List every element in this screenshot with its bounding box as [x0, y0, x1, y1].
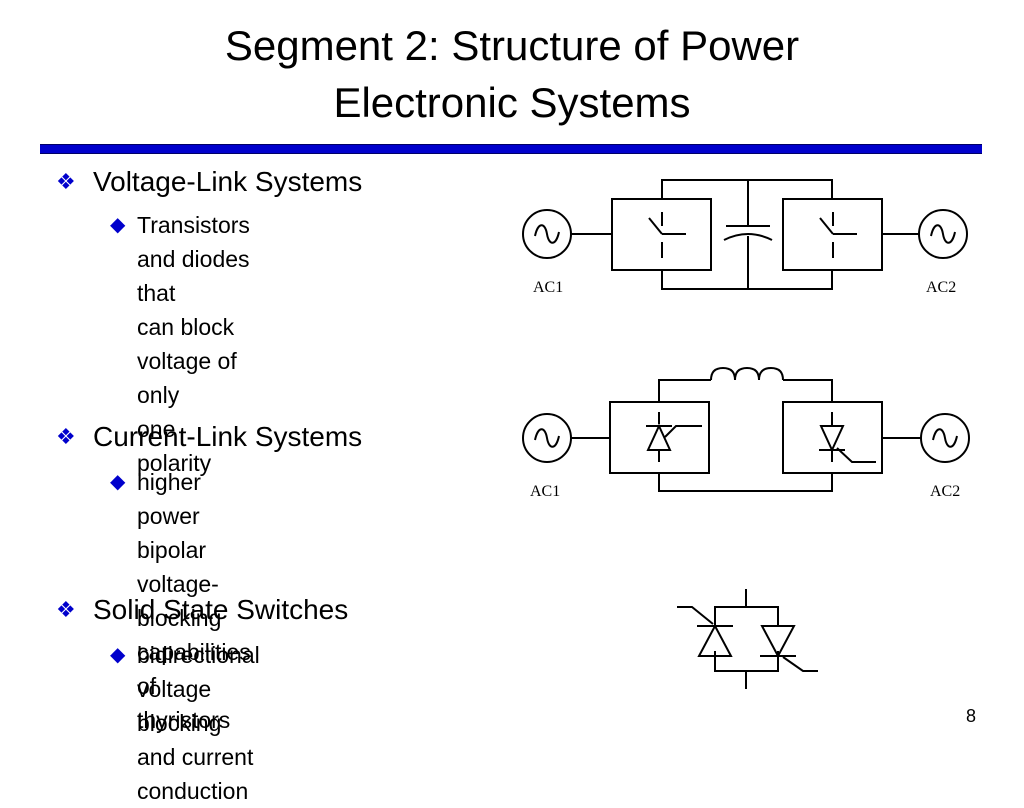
thyristor-icon [677, 606, 733, 657]
label-ac1: AC1 [530, 483, 560, 500]
thyristor-icon [819, 412, 876, 463]
transistor-switch-icon [819, 212, 857, 258]
current-link-diagram: AC1 AC2 [522, 366, 970, 500]
bullet-heading: Current-Link Systems [93, 421, 363, 452]
slide-title-line-1: Segment 2: Structure of Power [224, 22, 800, 69]
transistor-switch-icon [648, 212, 686, 258]
label-ac1: AC1 [533, 279, 563, 296]
diamond-bullet-icon: ◆ [110, 214, 126, 236]
thyristor-icon [760, 625, 818, 672]
bullet-heading: Voltage-Link Systems [93, 166, 363, 197]
thyristor-icon [646, 412, 702, 462]
converter-box-left [611, 198, 712, 271]
solid-state-switch-diagram [677, 589, 818, 689]
sub-bullet-text: Transistors and diodes that can block vo… [137, 212, 250, 476]
diamond-bullet-icon: ◆ [110, 644, 126, 666]
ac-source-right-icon [920, 413, 970, 463]
bullet-heading: Solid State Switches [93, 594, 349, 625]
sub-bullet-text: higher power bipolar voltage- blocking c… [137, 469, 251, 733]
four-diamond-bullet-icon: ❖ [56, 424, 76, 449]
slide-title-line-2: Electronic Systems [333, 79, 691, 126]
ac-source-left-icon [522, 413, 572, 463]
label-ac2: AC2 [930, 483, 960, 500]
diamond-bullet-icon: ◆ [110, 471, 126, 493]
label-ac2: AC2 [926, 279, 956, 296]
ac-source-left-icon [522, 209, 572, 259]
four-diamond-bullet-icon: ❖ [56, 597, 76, 622]
page-number: 8 [965, 706, 976, 726]
converter-box-right [782, 198, 883, 271]
circuit-diagrams: AC1 AC2 [522, 179, 970, 689]
capacitor-plate-curved [723, 233, 773, 241]
inductor-icon [710, 366, 784, 381]
voltage-link-diagram: AC1 AC2 [522, 179, 968, 296]
title-divider [40, 144, 982, 154]
four-diamond-bullet-icon: ❖ [56, 169, 76, 194]
ac-source-right-icon [918, 209, 968, 259]
